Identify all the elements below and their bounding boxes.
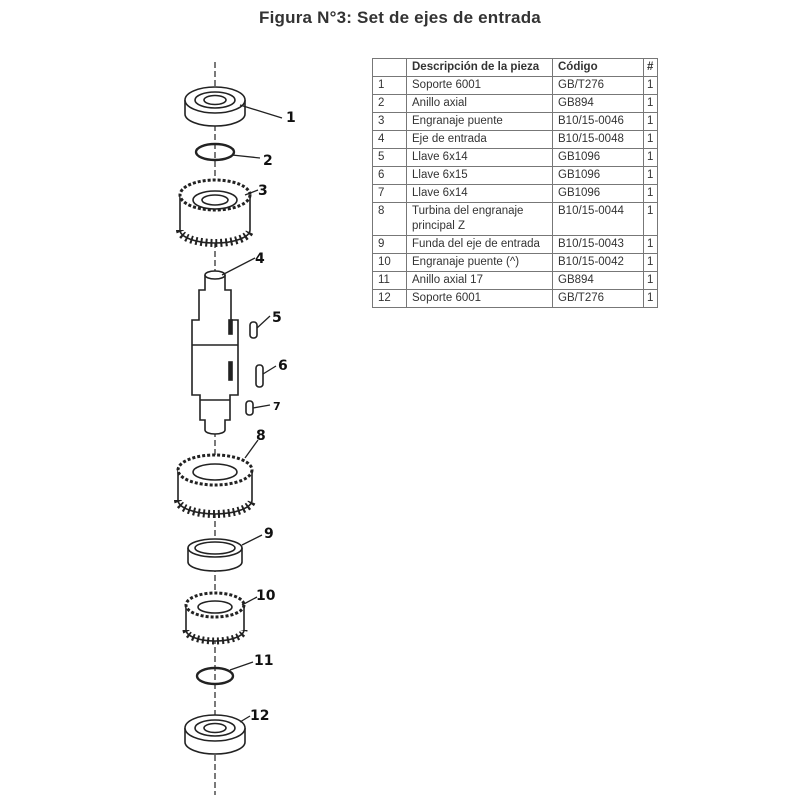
- cell-code: GB894: [552, 271, 644, 290]
- cell-description: Anillo axial 17: [406, 271, 553, 290]
- cell-description: Anillo axial: [406, 94, 553, 113]
- callout-12: 12: [250, 708, 269, 724]
- input-shaft-4: [191, 270, 239, 435]
- header-qty: #: [643, 58, 658, 77]
- bearing-1: [184, 86, 246, 127]
- cell-index: 5: [372, 148, 407, 167]
- cell-code: GB1096: [552, 148, 644, 167]
- key-5: [249, 321, 258, 339]
- cell-code: B10/15-0048: [552, 130, 644, 149]
- figure-title: Figura N°3: Set de ejes de entrada: [259, 8, 541, 27]
- gear-10: [182, 591, 248, 645]
- callout-10: 10: [256, 588, 276, 604]
- cell-index: 3: [372, 112, 407, 131]
- callout-7: 7: [273, 400, 281, 413]
- callout-2: 2: [263, 153, 273, 169]
- cell-code: GB894: [552, 94, 644, 113]
- header-code: Código: [552, 58, 644, 77]
- cell-code: GB1096: [552, 184, 644, 203]
- cell-qty: 1: [643, 166, 658, 185]
- cell-index: 4: [372, 130, 407, 149]
- cell-description: Engranaje puente (^): [406, 253, 553, 272]
- callout-9: 9: [264, 526, 274, 542]
- header-index: [372, 58, 407, 77]
- cell-index: 6: [372, 166, 407, 185]
- cell-index: 2: [372, 94, 407, 113]
- cell-description: Engranaje puente: [406, 112, 553, 131]
- cell-index: 12: [372, 289, 407, 308]
- cell-description: Funda del eje de entrada: [406, 235, 553, 254]
- cell-qty: 1: [643, 76, 658, 95]
- cell-qty: 1: [643, 253, 658, 272]
- cell-index: 7: [372, 184, 407, 203]
- cell-code: B10/15-0043: [552, 235, 644, 254]
- key-6: [255, 364, 264, 388]
- callout-1: 1: [286, 110, 296, 126]
- cell-code: GB1096: [552, 166, 644, 185]
- cell-qty: 1: [643, 112, 658, 131]
- key-7: [245, 400, 254, 416]
- callout-8: 8: [256, 428, 266, 444]
- callout-3: 3: [258, 183, 268, 199]
- cell-code: B10/15-0044: [552, 202, 644, 236]
- bearing-12: [184, 714, 246, 755]
- cell-description: Turbina del engranaje principal Z: [406, 202, 553, 236]
- table-header-row: Descripción de la pieza Código #: [372, 58, 658, 77]
- cell-description: Llave 6x14: [406, 184, 553, 203]
- cell-index: 9: [372, 235, 407, 254]
- cell-description: Llave 6x14: [406, 148, 553, 167]
- callout-11: 11: [254, 653, 273, 669]
- callout-6: 6: [278, 358, 288, 374]
- callout-5: 5: [272, 310, 282, 326]
- cell-qty: 1: [643, 202, 658, 236]
- cell-qty: 1: [643, 271, 658, 290]
- cell-description: Soporte 6001: [406, 76, 553, 95]
- cell-description: Soporte 6001: [406, 289, 553, 308]
- cell-code: B10/15-0042: [552, 253, 644, 272]
- cell-description: Eje de entrada: [406, 130, 553, 149]
- axial-ring-2: [194, 142, 236, 162]
- cell-index: 8: [372, 202, 407, 236]
- cell-qty: 1: [643, 289, 658, 308]
- cell-index: 11: [372, 271, 407, 290]
- cell-code: GB/T276: [552, 76, 644, 95]
- axial-ring-11: [195, 666, 235, 686]
- callout-4: 4: [255, 251, 265, 267]
- cell-qty: 1: [643, 130, 658, 149]
- header-description: Descripción de la pieza: [406, 58, 553, 77]
- cell-code: GB/T276: [552, 289, 644, 308]
- cell-qty: 1: [643, 184, 658, 203]
- cell-qty: 1: [643, 94, 658, 113]
- sleeve-9: [187, 538, 243, 572]
- gear-8: [174, 453, 256, 518]
- cell-index: 1: [372, 76, 407, 95]
- cell-qty: 1: [643, 235, 658, 254]
- gear-3: [176, 178, 254, 247]
- cell-index: 10: [372, 253, 407, 272]
- cell-qty: 1: [643, 148, 658, 167]
- cell-description: Llave 6x15: [406, 166, 553, 185]
- cell-code: B10/15-0046: [552, 112, 644, 131]
